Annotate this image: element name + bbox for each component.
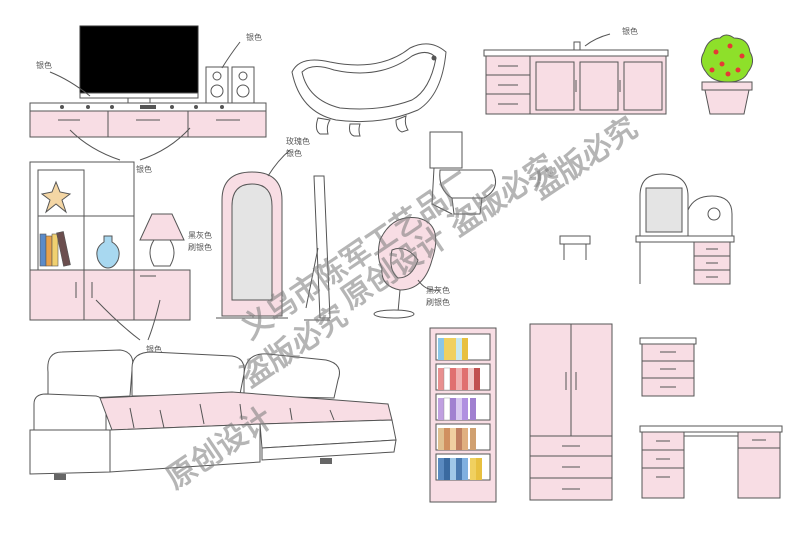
sectional-sofa: [29, 349, 397, 480]
tv-screen: [79, 25, 199, 94]
table-lamp: [139, 213, 185, 241]
dressing-table: [635, 173, 735, 285]
note-tv-1: 银色: [36, 60, 52, 70]
speaker-left: [205, 66, 229, 104]
stool: [559, 235, 591, 260]
note-tv-cabinet: 银色: [136, 164, 152, 174]
note-mirror-1: 玫瑰色: [286, 136, 310, 146]
vase-decor: [96, 235, 120, 269]
note-tv-2: 银色: [246, 32, 262, 42]
tv-cabinet: [29, 102, 267, 138]
note-lamp-1: 黑灰色: [188, 230, 212, 240]
egg-chair: 黑灰色 刷银色: [373, 216, 450, 319]
note-mirror-2: 银色: [286, 148, 302, 158]
books-row-1: [438, 338, 468, 360]
tv-set: 银色 银色 银色: [29, 25, 267, 174]
note-cabinet-top: 银色: [622, 26, 638, 36]
potted-plant: [700, 34, 754, 115]
office-desk: [639, 425, 783, 499]
wardrobe: [529, 323, 613, 501]
speaker-right: [231, 66, 255, 104]
bookshelf: [429, 327, 497, 503]
books-row-4: [438, 428, 476, 450]
sink-cabinet: 银色: [483, 26, 669, 115]
starfish-decor: [40, 180, 72, 214]
display-cabinet: 黑灰色 刷银色 银色: [29, 161, 212, 354]
books-row-2: [438, 367, 480, 391]
books-row-5: [438, 458, 482, 480]
note-chair-1: 黑灰色: [426, 285, 450, 295]
note-chair-2: 刷银色: [426, 297, 450, 307]
bathtub: [291, 43, 447, 137]
note-shelf: 银色: [146, 344, 162, 354]
note-lamp-2: 刷银色: [188, 242, 212, 252]
books-row-3: [438, 397, 476, 421]
floor-mirror: 玫瑰色 银色: [216, 136, 331, 321]
drawer-chest: [639, 337, 697, 397]
toilet: [429, 131, 497, 215]
